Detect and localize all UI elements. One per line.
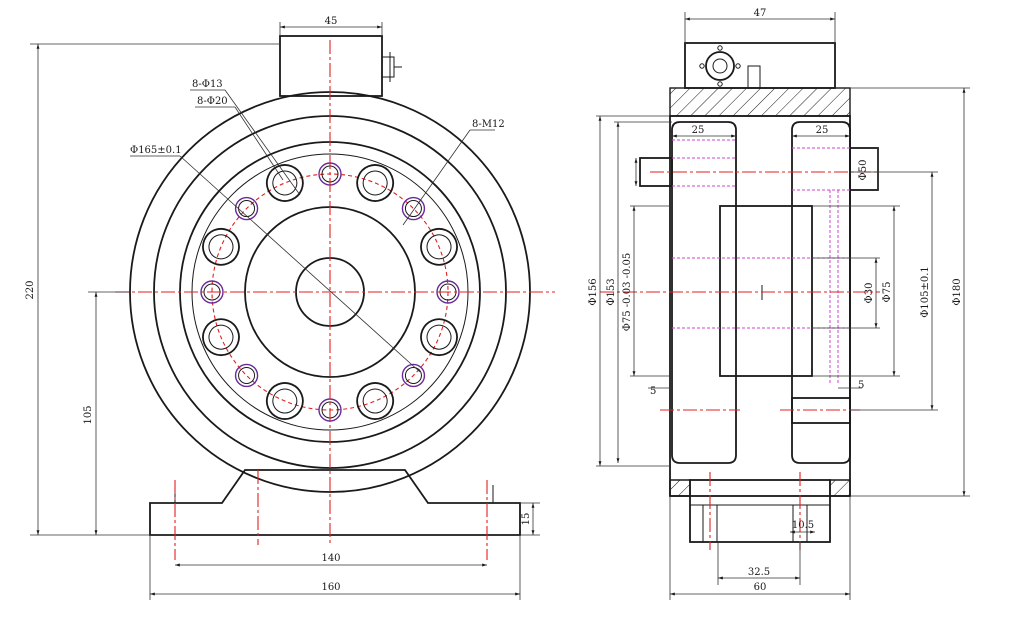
dim-side-flange-right: 25 xyxy=(816,125,829,136)
dim-side-flange-left: 25 xyxy=(692,125,705,136)
dim-side-base-outer: 60 xyxy=(754,582,767,593)
dim-front-top-width: 45 xyxy=(325,16,338,27)
front-view: 45 8-Φ13 8-Φ20 8-M12 Φ165±0.1 220 105 15… xyxy=(25,16,555,600)
dim-center-height: 105 xyxy=(83,405,94,424)
dim-side-dia-105: Φ105±0.1 xyxy=(920,266,931,318)
side-hatched-housing xyxy=(669,87,851,117)
dim-side-outer-dia: Φ156 xyxy=(588,278,599,305)
side-right-flange xyxy=(791,121,851,464)
dim-side-dia-right-small: Φ50 xyxy=(858,160,869,181)
side-view: 47 25 25 Φ156 Φ153 Φ75 -0.03 -0.05 Φ50 Φ… xyxy=(588,8,970,600)
connector-plug xyxy=(381,56,395,78)
dim-side-dia-75: Φ75 xyxy=(882,282,893,303)
side-hidden-lines xyxy=(672,139,850,385)
side-connector-outer xyxy=(705,51,735,81)
dim-side-dia-180: Φ180 xyxy=(952,278,963,305)
side-shaft xyxy=(719,205,813,377)
dim-side-bore-tol: Φ75 -0.03 -0.05 xyxy=(622,253,633,332)
side-base-mount xyxy=(689,479,831,543)
dim-holes-b: 8-Φ20 xyxy=(197,96,228,107)
side-housing-body xyxy=(669,115,851,497)
dim-holes-a: 8-Φ13 xyxy=(192,79,223,90)
dim-side-base-slot: 10.5 xyxy=(792,520,814,531)
dim-base-outer: 160 xyxy=(321,582,340,593)
dim-side-dia-153: Φ153 xyxy=(606,278,617,305)
base-pedestal xyxy=(149,469,521,536)
dim-side-gap-left: 5 xyxy=(650,386,656,397)
dim-base-inner: 140 xyxy=(321,553,340,564)
dim-pcd: Φ165±0.1 xyxy=(130,145,182,156)
dim-side-dia-mid: Φ30 xyxy=(864,283,875,304)
counterbored-holes xyxy=(202,164,458,420)
dim-threads: 8-M12 xyxy=(472,119,505,130)
dim-side-top-width: 47 xyxy=(754,8,767,19)
top-connector-box xyxy=(279,35,383,97)
side-left-flange xyxy=(671,121,737,464)
dim-side-gap-right: 5 xyxy=(858,380,864,391)
dim-base-thickness: 15 xyxy=(521,513,532,526)
dim-side-base-inner: 32.5 xyxy=(748,567,770,578)
dim-overall-height: 220 xyxy=(25,280,36,299)
